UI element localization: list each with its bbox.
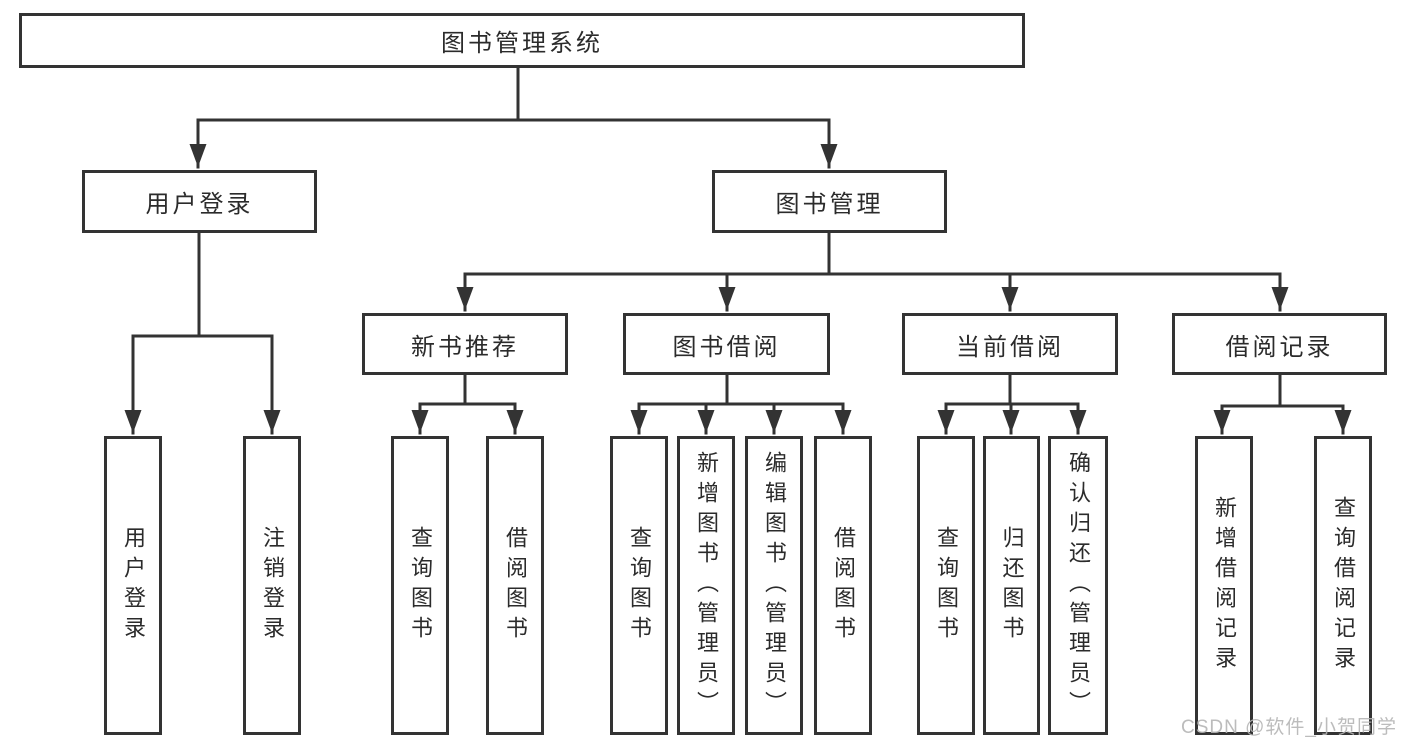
leaf-confirm-return-admin: 确认归还（管理员）: [1048, 436, 1108, 735]
csdn-watermark: CSDN @软件_小贺同学: [1181, 717, 1397, 738]
node-user-login: 用户登录: [82, 170, 317, 233]
node-library-management-system: 图书管理系统: [19, 13, 1025, 68]
leaf-query-borrow-record: 查询借阅记录: [1314, 436, 1372, 735]
leaf-add-borrow-record: 新增借阅记录: [1195, 436, 1253, 735]
node-borrowing-records: 借阅记录: [1172, 313, 1387, 375]
leaf-logout: 注销登录: [243, 436, 301, 735]
leaf-return-books: 归还图书: [983, 436, 1040, 735]
node-book-management: 图书管理: [712, 170, 947, 233]
leaf-add-books-admin: 新增图书（管理员）: [677, 436, 735, 735]
leaf-query-books-recommend: 查询图书: [391, 436, 449, 735]
node-current-borrowing: 当前借阅: [902, 313, 1118, 375]
node-book-borrowing: 图书借阅: [623, 313, 830, 375]
leaf-edit-books-admin: 编辑图书（管理员）: [745, 436, 803, 735]
leaf-user-login: 用户登录: [104, 436, 162, 735]
leaf-query-books-current: 查询图书: [917, 436, 975, 735]
node-new-book-recommend: 新书推荐: [362, 313, 568, 375]
leaf-borrow-books-recommend: 借阅图书: [486, 436, 544, 735]
leaf-borrow-books-borrowing: 借阅图书: [814, 436, 872, 735]
leaf-query-books-borrowing: 查询图书: [610, 436, 668, 735]
